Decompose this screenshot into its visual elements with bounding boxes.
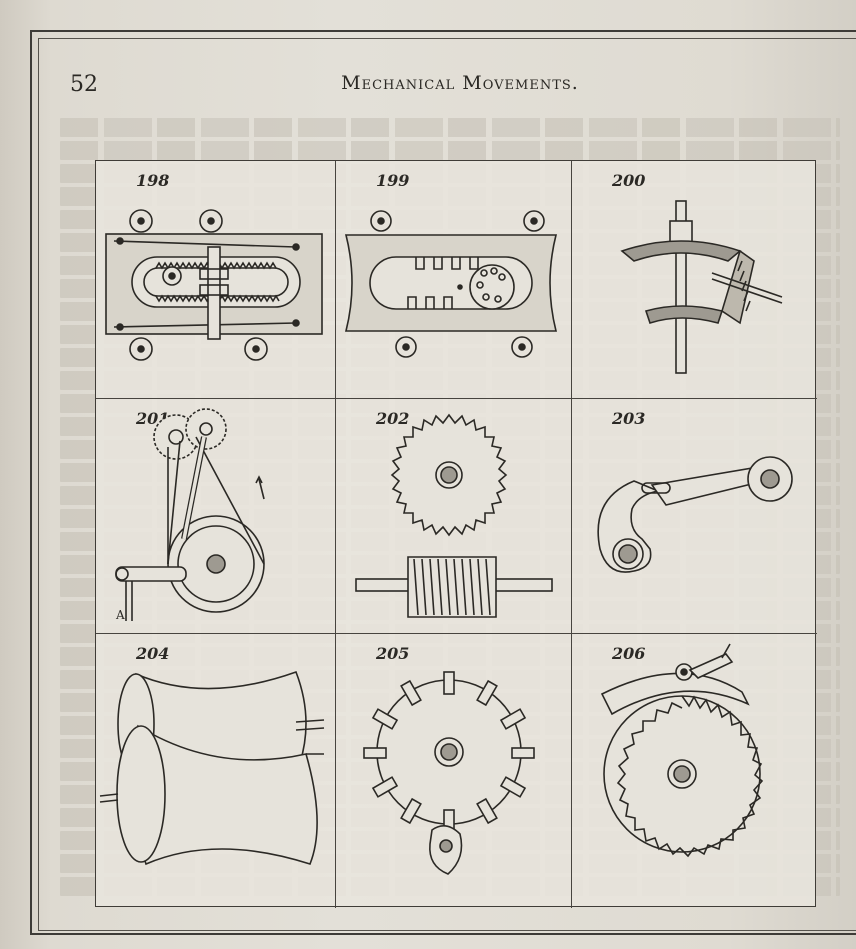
figure-number: 206: [612, 644, 646, 663]
figure-202: 202: [336, 399, 572, 634]
segment-gear-rack-icon: [344, 210, 558, 358]
page-number: 52: [70, 72, 98, 97]
figure-201: 201: [96, 399, 336, 634]
page-title: Mechanical Movements.: [341, 72, 579, 94]
figure-number: 203: [612, 409, 646, 428]
hyperboloid-rollers-icon: [99, 670, 325, 866]
bevel-gear-pair-icon: [620, 200, 783, 374]
worm-and-wheel-icon: [355, 413, 553, 618]
figure-number: 205: [376, 644, 410, 663]
figure-198: 198: [96, 161, 336, 399]
figure-200: 200: [572, 161, 817, 399]
figure-grid: 198: [95, 160, 817, 908]
outer-border: [30, 30, 856, 935]
figure-206: 206: [572, 634, 817, 908]
figure-number: 199: [376, 171, 410, 190]
figure-204: 204: [96, 634, 336, 908]
ratchet-wheel-pawl-icon: [600, 643, 764, 858]
figure-199: 199: [336, 161, 572, 399]
figure-number: 198: [136, 171, 170, 190]
pin-wheel-cam-icon: [363, 671, 535, 875]
figure-number: 202: [376, 409, 410, 428]
label-a: A: [115, 608, 125, 622]
figure-205: 205: [336, 634, 572, 908]
figure-203: 203: [572, 399, 817, 634]
figure-number: 204: [136, 644, 170, 663]
figure-number: 200: [612, 171, 646, 190]
inner-border: [38, 38, 856, 931]
rack-and-pinion-frame-icon: [105, 209, 323, 361]
gear-train-belt-crank-icon: A: [115, 408, 265, 622]
curved-slot-crank-icon: [597, 456, 793, 573]
